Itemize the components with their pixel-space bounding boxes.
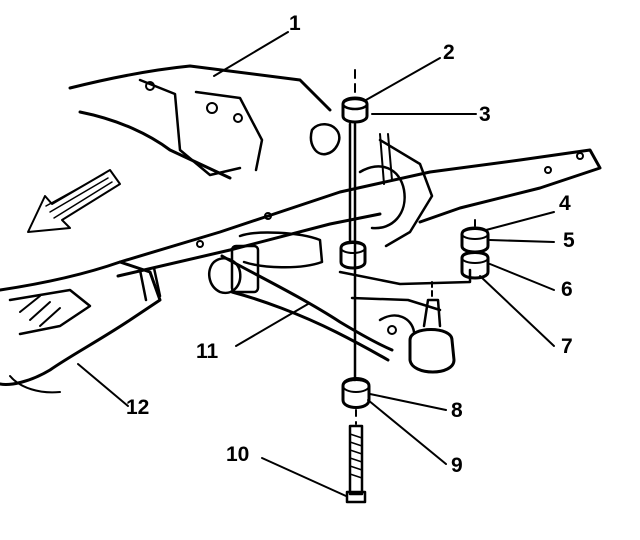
leader-lines xyxy=(77,31,555,497)
ball-joint xyxy=(378,281,456,374)
forward-arrow-icon xyxy=(27,169,121,233)
callout-9: 9 xyxy=(451,454,463,477)
callout-11: 11 xyxy=(196,340,219,363)
callout-2: 2 xyxy=(443,41,455,64)
lower-control-arm xyxy=(207,231,472,362)
callout-1: 1 xyxy=(289,12,301,35)
frame-rail-rear xyxy=(68,64,341,180)
callout-7: 7 xyxy=(561,335,573,358)
callout-12: 12 xyxy=(126,396,150,419)
stabilizer-link xyxy=(460,219,490,280)
callout-5: 5 xyxy=(563,229,575,252)
callout-10: 10 xyxy=(226,443,250,466)
frame-rail-front xyxy=(0,260,162,394)
callout-8: 8 xyxy=(451,399,463,422)
callout-4: 4 xyxy=(559,192,571,215)
callout-3: 3 xyxy=(479,103,491,126)
callout-6: 6 xyxy=(561,278,573,301)
shock-bolt-assembly xyxy=(339,69,393,504)
